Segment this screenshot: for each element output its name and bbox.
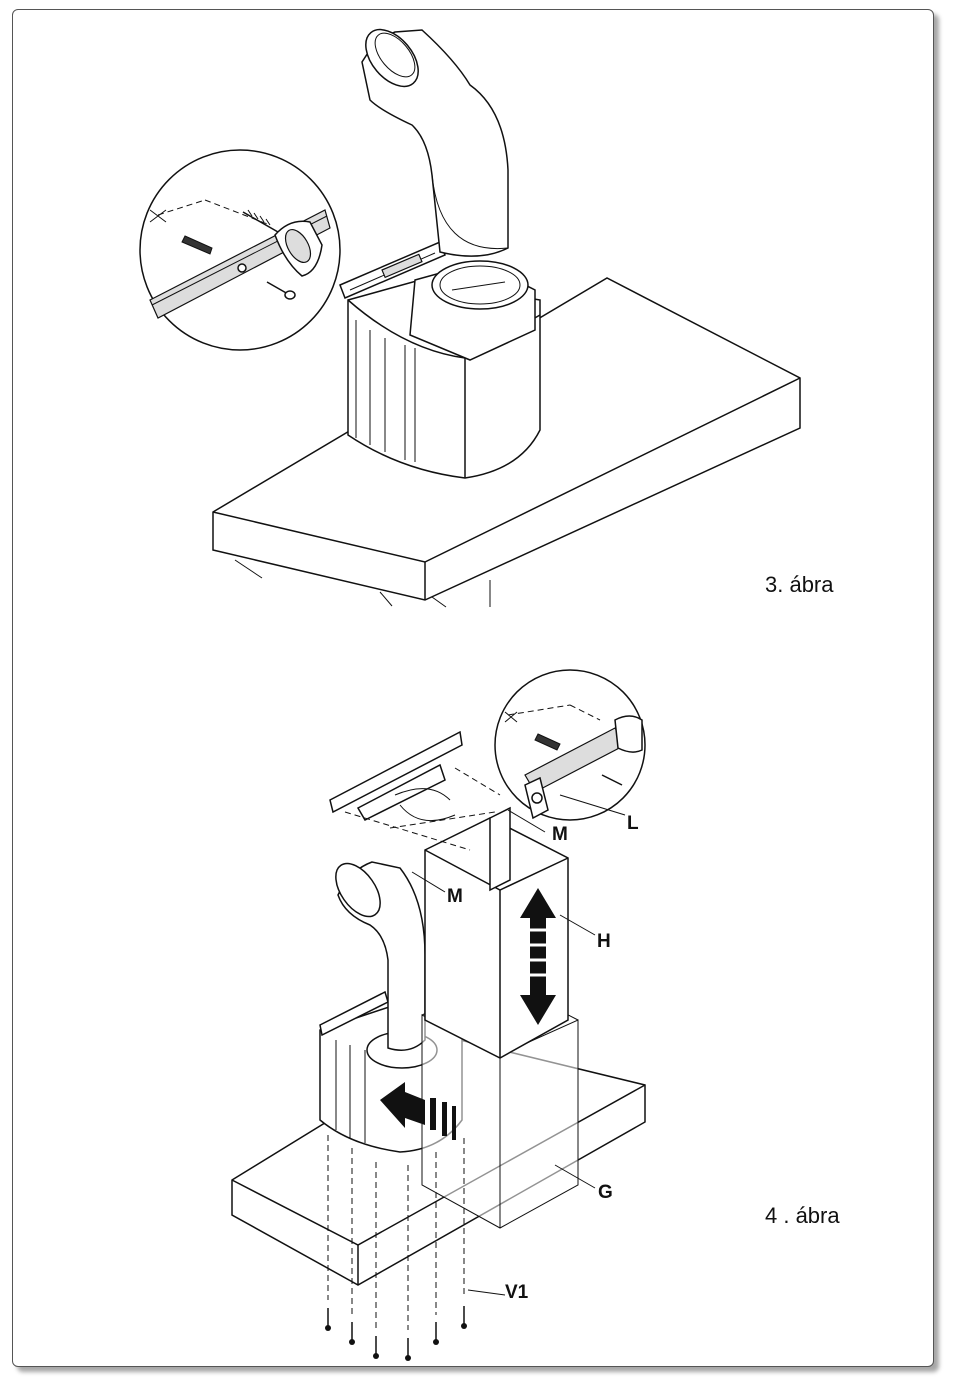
part-label-M-mid: M (447, 886, 463, 907)
leader-H (559, 914, 596, 936)
drill-bit-icon (242, 209, 279, 233)
leader-G (554, 1164, 596, 1189)
figure-3-caption: 3. ábra (765, 572, 834, 597)
drill-icon (274, 220, 323, 277)
part-label-G: G (598, 1182, 613, 1203)
part-label-L: L (627, 813, 639, 834)
leader-L (559, 794, 626, 816)
wall-plug-icon (181, 235, 213, 255)
insert-arrow-icon (380, 1082, 456, 1140)
wall-bracket-fig4 (329, 730, 501, 851)
screw-icon (266, 281, 296, 300)
wall-bracket-fig3 (339, 241, 446, 299)
figure-3-drawing (139, 28, 801, 608)
leader-V1 (467, 1289, 506, 1296)
detail-circle-fig3 (139, 149, 341, 351)
air-outlet-collar (409, 260, 536, 361)
detail-circle-fig4 (494, 669, 646, 821)
flexible-duct-fig3 (361, 28, 509, 257)
leader-M-mid (411, 871, 446, 893)
slide-arrow-icon (520, 888, 556, 1025)
part-label-H: H (597, 931, 611, 952)
upper-chimney-H (424, 806, 569, 1059)
wall-plug-fig4-icon (534, 733, 561, 751)
leader-M-top (507, 809, 546, 833)
screws-V1 (325, 1135, 467, 1361)
flexible-duct-fig4 (335, 861, 426, 1051)
part-label-V1: V1 (505, 1282, 529, 1303)
figure-4-caption: 4 . ábra (765, 1203, 840, 1228)
part-label-M-top: M (552, 824, 568, 845)
drill-fig4-icon (614, 715, 643, 753)
screw-fig4-icon (601, 774, 623, 786)
figure-4-drawing (231, 669, 646, 1361)
